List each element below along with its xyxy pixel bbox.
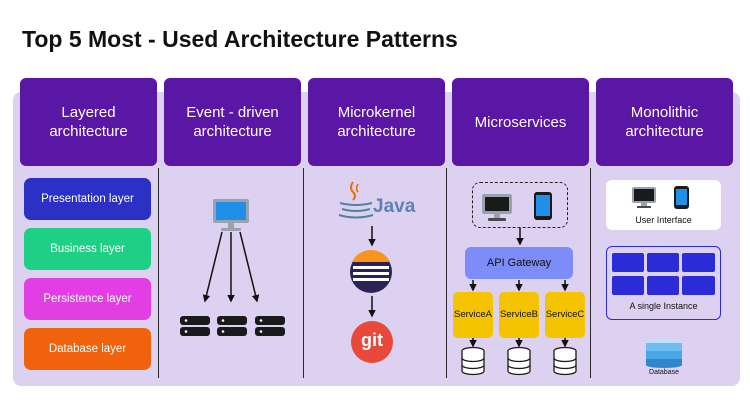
instance-grid: [612, 253, 715, 295]
database-icon: [553, 346, 577, 376]
header-microservices: Microservices: [452, 78, 589, 166]
database-icon: [461, 346, 485, 376]
server-icon: [180, 316, 210, 336]
column-divider: [446, 168, 447, 378]
database-label: Database: [649, 369, 679, 376]
layer-persistence: Persistence layer: [24, 278, 151, 320]
mobile-icon: [534, 192, 552, 220]
header-layered: Layered architecture: [20, 78, 157, 166]
git-label: git: [361, 330, 383, 350]
column-divider: [590, 168, 591, 378]
monitor-icon: [213, 199, 249, 231]
single-instance-label: A single Instance: [629, 301, 698, 311]
eclipse-icon: [350, 249, 392, 293]
event-arrows: [202, 231, 260, 303]
git-icon: [351, 321, 393, 363]
desktop-icon: [632, 187, 656, 208]
java-label: Java: [373, 196, 416, 217]
layer-presentation: Presentation layer: [24, 178, 151, 220]
column-divider: [303, 168, 304, 378]
server-icon: [217, 316, 247, 336]
database-icon: [507, 346, 531, 376]
java-cup-icon: [338, 181, 374, 219]
database-icon: [646, 339, 682, 368]
header-microkernel: Microkernel architecture: [308, 78, 445, 166]
server-icon: [255, 316, 285, 336]
api-gateway: API Gateway: [465, 247, 573, 279]
header-monolithic: Monolithic architecture: [596, 78, 733, 166]
user-interface-label: User Interface: [635, 215, 692, 225]
desktop-icon: [482, 194, 512, 221]
mobile-icon: [674, 186, 689, 209]
page-title: Top 5 Most - Used Architecture Patterns: [22, 26, 458, 52]
column-divider: [158, 168, 159, 378]
header-event-driven: Event - driven architecture: [164, 78, 301, 166]
user-interface-box: [606, 180, 721, 230]
layer-business: Business layer: [24, 228, 151, 270]
client-devices-group: [472, 182, 568, 228]
layer-database: Database layer: [24, 328, 151, 370]
